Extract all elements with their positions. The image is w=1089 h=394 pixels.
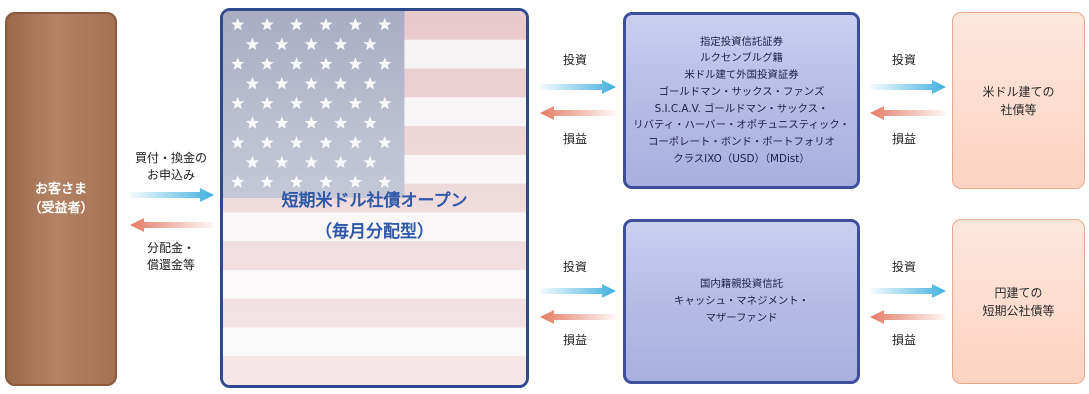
designated-trust-box: 指定投資信託証券 ルクセンブルグ籍 米ドル建て外国投資証券 ゴールドマン・サック… <box>623 12 860 189</box>
subscribe-label-line2: お申込み <box>146 168 195 182</box>
distribution-label: 分配金・ 償還金等 <box>125 240 217 274</box>
bond-bottom-line: 短期公社債等 <box>982 303 1055 318</box>
trust-top-line: ゴールドマン・サックス・ファンズ <box>658 85 825 98</box>
trust-top-line: 指定投資信託証券 <box>699 35 784 48</box>
subscribe-arrow <box>130 188 214 202</box>
trust-top-line: 米ドル建て外国投資証券 <box>684 69 799 82</box>
profit-label-bottom: 損益 <box>562 333 587 347</box>
customer-sublabel: （受益者） <box>28 201 94 216</box>
mother-fund-box: 国内籍親投資信託 キャッシュ・マネジメント・ マザーファンド <box>623 219 860 384</box>
profit-label-bottom-right: 損益 <box>891 333 916 347</box>
distribution-label-line2: 償還金等 <box>146 258 195 272</box>
invest-arrow-bottom-right <box>870 284 946 298</box>
profit-arrow-top-right <box>870 106 946 120</box>
fund-title: 短期米ドル社債オープン （毎月分配型） <box>223 186 526 248</box>
customer-box: お客さま （受益者） <box>5 12 117 386</box>
distribution-label-line1: 分配金・ <box>146 241 195 255</box>
profit-label-top-right: 損益 <box>891 132 916 146</box>
trust-top-line: クラスIXO（USD）（MDist） <box>673 152 810 165</box>
bond-top-line: 米ドル建ての <box>982 84 1055 99</box>
profit-arrow-top <box>540 106 616 120</box>
distribution-arrow <box>130 218 214 232</box>
usd-bond-box: 米ドル建ての 社債等 <box>952 12 1085 189</box>
bond-bottom-line: 円建ての <box>994 285 1043 300</box>
trust-bottom-line: 国内籍親投資信託 <box>699 278 784 291</box>
trust-top-line: ルクセンブルグ籍 <box>700 52 783 65</box>
fund-type: （毎月分配型） <box>315 222 434 242</box>
us-flag-background <box>223 11 526 385</box>
subscribe-label-line1: 買付・換金の <box>134 151 207 165</box>
trust-top-line: S.I.C.A.V. ゴールドマン・サックス・ <box>654 102 829 115</box>
trust-bottom-line: キャッシュ・マネジメント・ <box>673 295 810 308</box>
bond-top-line: 社債等 <box>1000 102 1037 117</box>
profit-label-top: 損益 <box>562 132 587 146</box>
profit-arrow-bottom-right <box>870 310 946 324</box>
trust-bottom-line: マザーファンド <box>705 311 778 324</box>
invest-arrow-top <box>540 80 616 94</box>
trust-top-line: リバティ・ハーバー・オポチュニスティック・ <box>633 119 850 132</box>
invest-arrow-top-right <box>870 80 946 94</box>
fund-box: 短期米ドル社債オープン （毎月分配型） <box>220 8 529 388</box>
invest-label-top-right: 投資 <box>891 53 916 67</box>
fund-name: 短期米ドル社債オープン <box>281 191 468 211</box>
profit-arrow-bottom <box>540 310 616 324</box>
trust-top-line: コーポレート・ボンド・ポートフォリオ <box>647 135 836 148</box>
customer-label: お客さま <box>34 182 87 197</box>
invest-arrow-bottom <box>540 284 616 298</box>
jpy-bond-box: 円建ての 短期公社債等 <box>952 219 1085 384</box>
invest-label-bottom: 投資 <box>562 260 587 274</box>
subscribe-label: 買付・換金の お申込み <box>125 150 217 184</box>
invest-label-bottom-right: 投資 <box>891 260 916 274</box>
invest-label-top: 投資 <box>562 53 587 67</box>
